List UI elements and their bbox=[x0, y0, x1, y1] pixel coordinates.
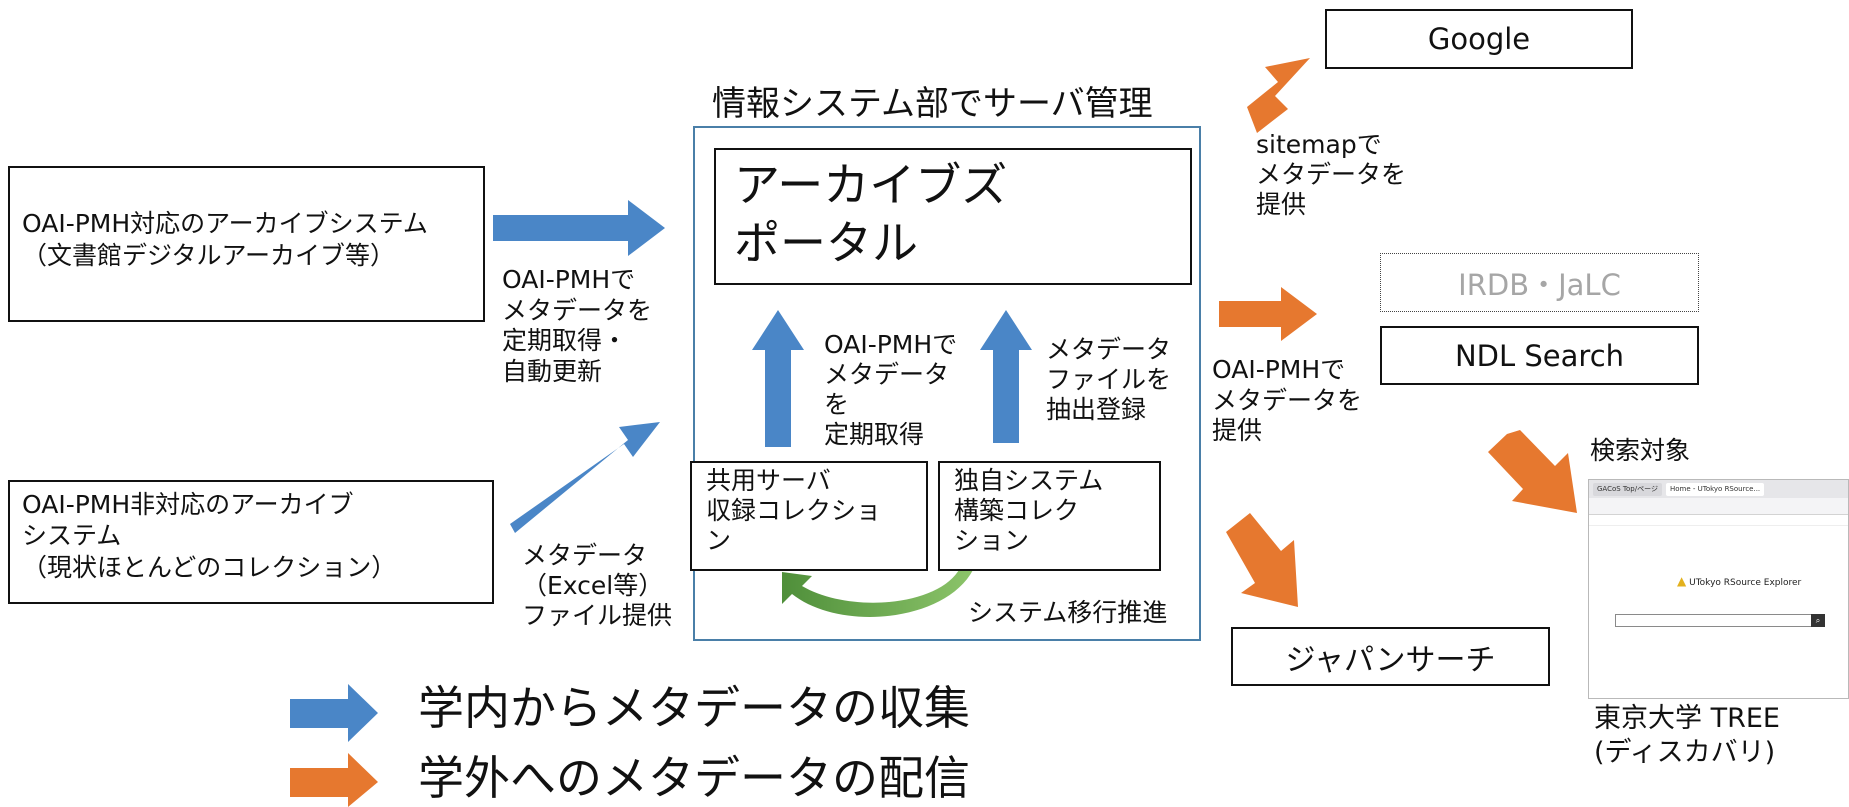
shared-server-collection-label: 共用サーバ 収録コレクショ ン bbox=[706, 466, 882, 555]
oai-harvest-update-label: OAI-PMHで メタデータを 定期取得・ 自動更新 bbox=[502, 265, 653, 386]
orange-arrow-irdb-ndl bbox=[1219, 287, 1317, 341]
browser-tab-2: Home - UTokyo RSource... bbox=[1665, 482, 1765, 496]
legend-collect-label: 学内からメタデータの収集 bbox=[418, 681, 970, 735]
tree-logo-icon: ▲ bbox=[1677, 574, 1687, 588]
portal-header: 情報システム部でサーバ管理 bbox=[712, 84, 1153, 124]
migration-arrow bbox=[782, 568, 973, 617]
non-oai-archive-label: OAI-PMH非対応のアーカイブ システム （現状ほとんどのコレクション） bbox=[22, 490, 397, 582]
blue-arrow-non-oai bbox=[510, 422, 660, 533]
google-box: Google bbox=[1325, 9, 1633, 69]
ndl-search-label: NDL Search bbox=[1454, 338, 1625, 373]
oai-provide-label: OAI-PMHで メタデータを 提供 bbox=[1212, 355, 1363, 445]
legend-orange-arrow bbox=[290, 753, 378, 807]
google-label: Google bbox=[1427, 22, 1531, 56]
irdb-jalc-box: IRDB・JaLC bbox=[1380, 253, 1699, 312]
portal-title-box bbox=[714, 148, 1192, 285]
japan-search-label: ジャパンサーチ bbox=[1285, 642, 1496, 678]
search-icon: ⌕ bbox=[1811, 614, 1825, 627]
own-system-collection-box bbox=[938, 461, 1161, 571]
oai-archive-box bbox=[8, 166, 485, 322]
migration-label: システム移行推進 bbox=[968, 598, 1168, 627]
orange-arrow-japan-search bbox=[1226, 513, 1298, 607]
legend-blue-arrow bbox=[290, 684, 378, 742]
tree-label: 東京大学 TREE (ディスカバリ) bbox=[1594, 703, 1780, 768]
ndl-search-box: NDL Search bbox=[1380, 326, 1699, 385]
oai-archive-label: OAI-PMH対応のアーカイブシステム （文書館デジタルアーカイブ等） bbox=[22, 209, 428, 270]
blue-arrow-up-right bbox=[980, 310, 1032, 443]
shared-server-collection-box bbox=[690, 461, 928, 571]
tree-search-input bbox=[1615, 614, 1813, 627]
tree-logo-text: UTokyo RSource Explorer bbox=[1689, 578, 1802, 588]
own-system-collection-label: 独自システム 構築コレク ション bbox=[954, 466, 1104, 555]
browser-link-bar bbox=[1589, 515, 1848, 526]
oai-harvest-label: OAI-PMHで メタデータ を 定期取得 bbox=[824, 330, 958, 449]
file-provide-label: メタデータ （Excel等） ファイル提供 bbox=[522, 541, 673, 630]
file-extract-label: メタデータ ファイルを 抽出登録 bbox=[1046, 335, 1172, 424]
blue-arrow-up-left bbox=[752, 310, 804, 447]
orange-arrow-tree bbox=[1488, 430, 1577, 513]
sitemap-label: sitemapで メタデータを 提供 bbox=[1256, 130, 1407, 219]
orange-arrow-google bbox=[1247, 58, 1310, 133]
browser-address-bar bbox=[1589, 498, 1848, 515]
search-target-label: 検索対象 bbox=[1590, 436, 1691, 465]
portal-container bbox=[693, 126, 1201, 641]
irdb-jalc-label: IRDB・JaLC bbox=[1458, 267, 1621, 302]
legend-distribute-label: 学外へのメタデータの配信 bbox=[418, 751, 970, 805]
japan-search-box: ジャパンサーチ bbox=[1231, 627, 1550, 686]
portal-title: アーカイブズ ポータル bbox=[734, 158, 1008, 270]
non-oai-archive-box bbox=[8, 480, 494, 604]
browser-tab-1: GACoS Top/ページ bbox=[1593, 482, 1662, 496]
tree-logo: ▲ UTokyo RSource Explorer bbox=[1677, 574, 1801, 588]
blue-arrow-oai bbox=[493, 200, 665, 256]
tree-screenshot: GACoS Top/ページ Home - UTokyo RSource... ▲… bbox=[1588, 479, 1849, 699]
browser-tab-bar: GACoS Top/ページ Home - UTokyo RSource... bbox=[1589, 480, 1848, 498]
